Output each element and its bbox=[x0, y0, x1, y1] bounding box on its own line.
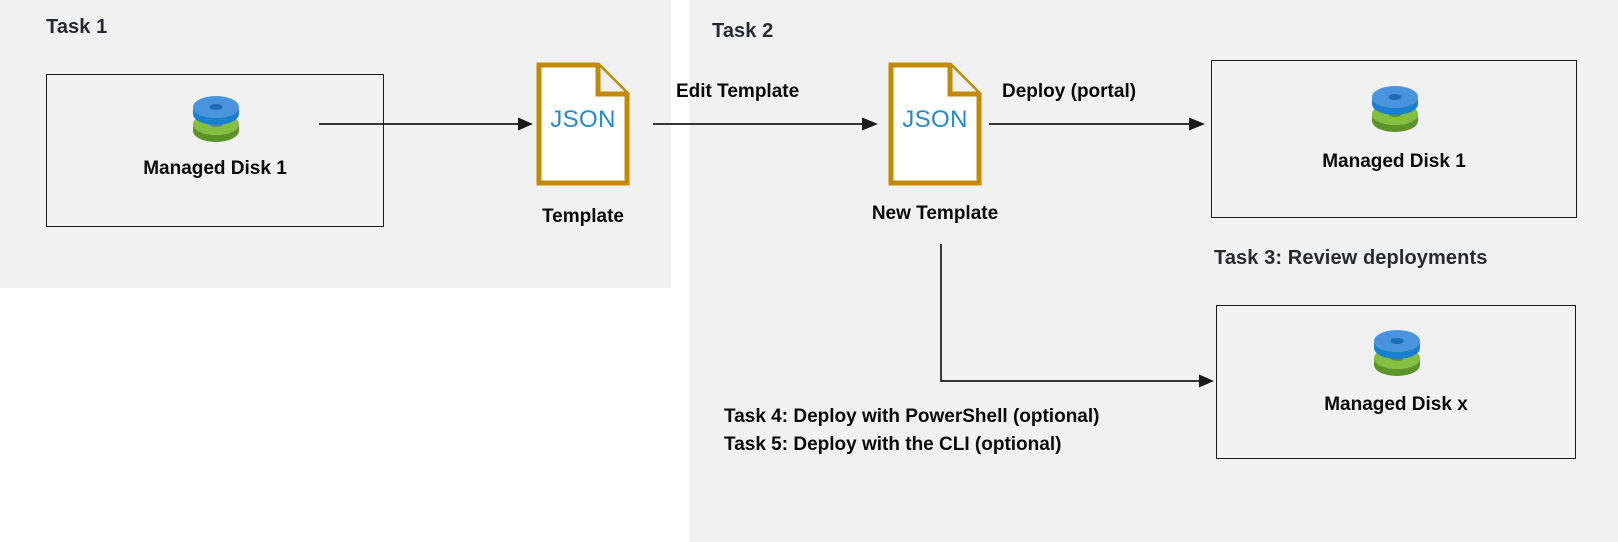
export-template-arrow bbox=[319, 117, 533, 131]
optional-managed-disk-box[interactable]: Managed Disk x bbox=[1216, 305, 1576, 459]
edit-template-label: Edit Template bbox=[676, 81, 800, 102]
task2-managed-disk-label: Managed Disk 1 bbox=[1322, 151, 1466, 172]
task5-note: Task 5: Deploy with the CLI (optional) bbox=[724, 434, 1062, 455]
managed-disk-icon bbox=[188, 95, 244, 151]
template-json-file[interactable]: JSON bbox=[536, 62, 630, 186]
json-file-icon bbox=[536, 62, 630, 186]
task1-managed-disk-box[interactable]: Managed Disk 1 bbox=[46, 74, 384, 227]
managed-disk-icon bbox=[1369, 329, 1425, 385]
task3-label: Task 3: Review deployments bbox=[1214, 247, 1488, 269]
edit-template-arrow bbox=[653, 117, 878, 131]
task1-managed-disk-label: Managed Disk 1 bbox=[143, 158, 287, 179]
optional-managed-disk-label: Managed Disk x bbox=[1324, 394, 1468, 415]
task2-panel bbox=[690, 0, 1618, 542]
new-template-json-file[interactable]: JSON bbox=[888, 62, 982, 186]
template-json-text: JSON bbox=[550, 106, 616, 133]
new-template-json-text: JSON bbox=[902, 106, 968, 133]
managed-disk-icon bbox=[1367, 85, 1423, 141]
task2-managed-disk-box[interactable]: Managed Disk 1 bbox=[1211, 60, 1577, 218]
task2-title: Task 2 bbox=[712, 20, 774, 42]
task4-note: Task 4: Deploy with PowerShell (optional… bbox=[724, 406, 1100, 427]
template-caption: Template bbox=[541, 206, 624, 227]
new-template-caption: New Template bbox=[871, 203, 999, 224]
json-file-icon bbox=[888, 62, 982, 186]
deploy-portal-label: Deploy (portal) bbox=[1002, 81, 1137, 102]
task1-title: Task 1 bbox=[46, 16, 108, 38]
deploy-portal-arrow bbox=[989, 117, 1205, 131]
deploy-script-elbow-arrow bbox=[940, 244, 1214, 388]
